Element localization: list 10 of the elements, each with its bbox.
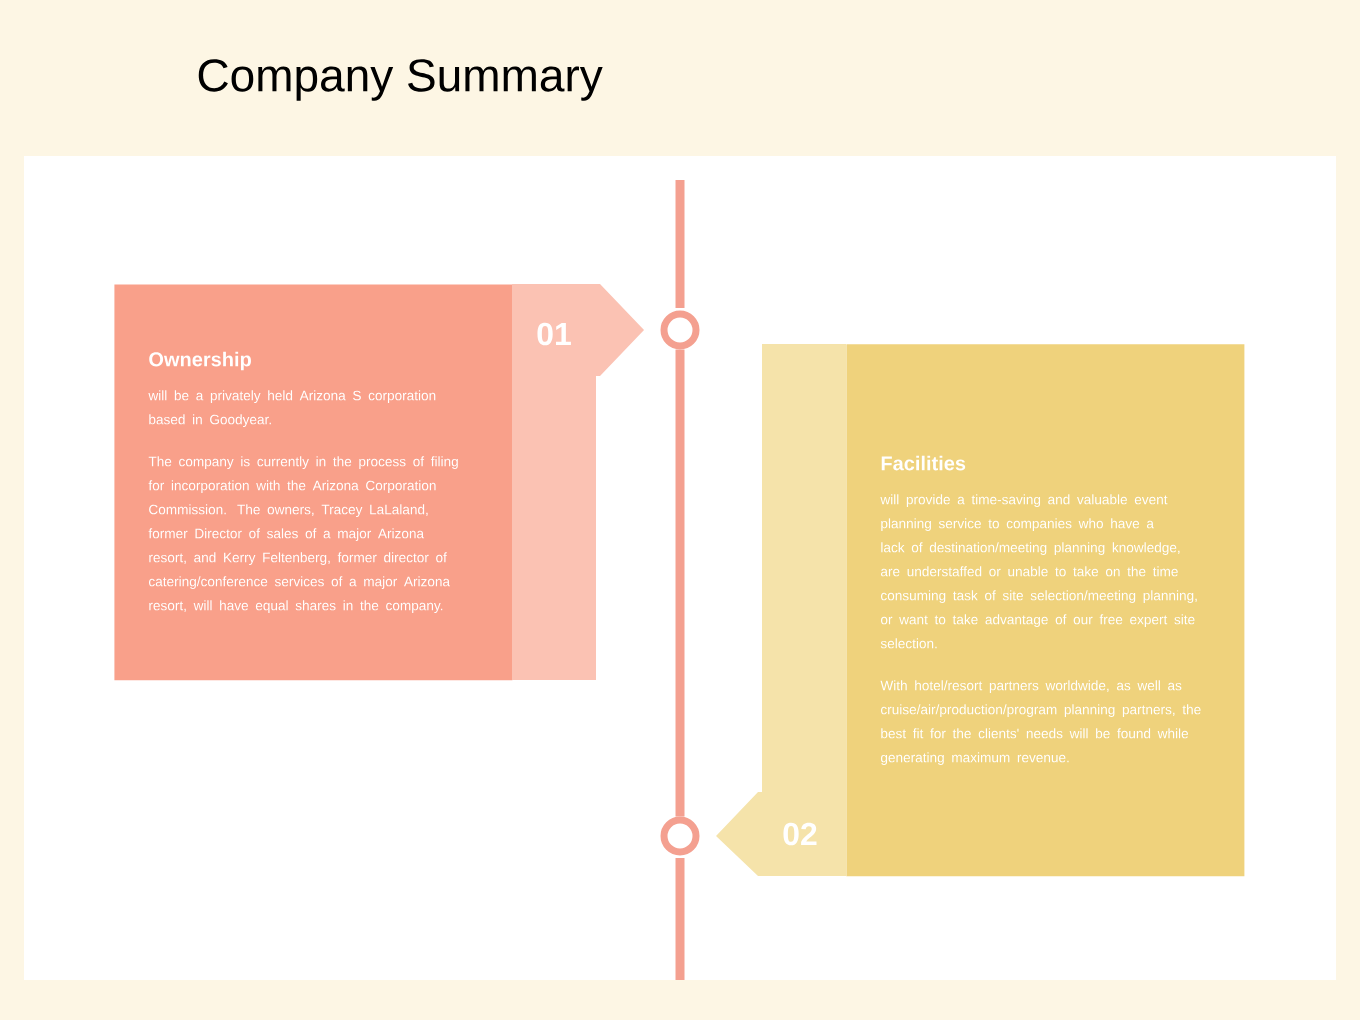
number-tab: 01 — [512, 284, 644, 680]
timeline-line — [675, 349, 685, 817]
timeline-dot — [660, 310, 700, 350]
card-heading: Facilities — [881, 455, 966, 471]
number-tab: 02 — [716, 343, 846, 876]
text-card — [846, 344, 1245, 877]
timeline-dot — [660, 816, 700, 856]
text-card — [114, 284, 513, 681]
title: Company Summary — [198, 59, 603, 101]
card-heading: Ownership — [149, 351, 251, 371]
